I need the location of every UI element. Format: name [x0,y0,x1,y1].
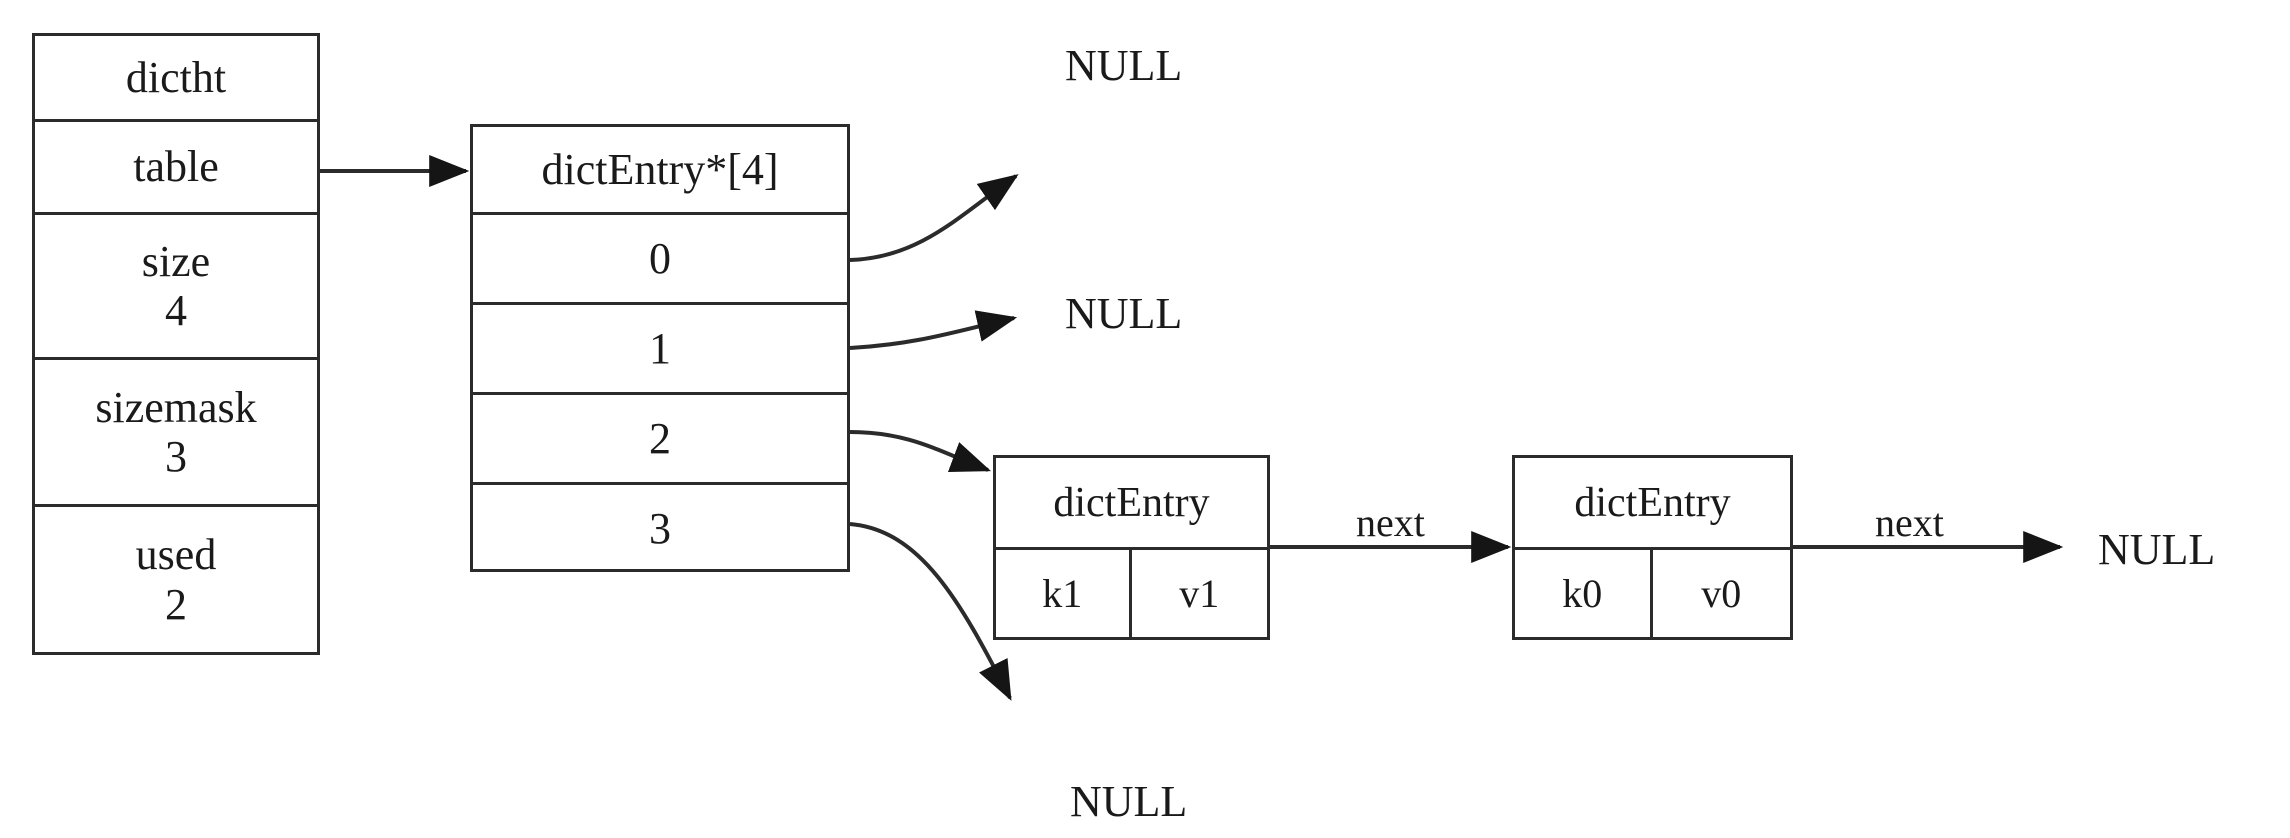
bucket-slot-0: 0 [473,215,847,305]
dict-entry-node-1-value: v1 [1132,550,1268,637]
next-label-2-text: next [1875,500,1944,545]
edge-slot1-to-null [849,310,1018,350]
null-label-slot1: NULL [1065,292,1182,336]
next-label-1-text: next [1356,500,1425,545]
dictht-field-used: used 2 [35,507,317,652]
null-label-slot3: NULL [1070,780,1187,824]
null-label-chain-end: NULL [2098,528,2215,572]
bucket-array-header-label: dictEntry*[4] [541,144,779,194]
dict-entry-node-2: dictEntry k0 v0 [1512,455,1793,640]
edge-slot2-to-entry1 [849,430,991,473]
bucket-array-box: dictEntry*[4] 0 1 2 3 [470,124,850,572]
bucket-slot-2: 2 [473,395,847,485]
dictht-header-row: dictht [35,36,317,122]
dictht-field-sizemask: sizemask 3 [35,360,317,507]
dict-entry-node-2-key: k0 [1515,550,1653,637]
dict-entry-node-1-kv: k1 v1 [996,550,1267,637]
dictht-field-used-value: 2 [165,579,187,629]
dictht-field-sizemask-label: sizemask [95,382,257,432]
bucket-array-header-row: dictEntry*[4] [473,127,847,215]
next-label-2: next [1875,503,1944,543]
dict-entry-node-2-value-label: v0 [1701,571,1742,616]
dictht-field-used-label: used [135,530,217,580]
dict-entry-node-1-value-label: v1 [1179,571,1220,616]
edge-slot0-to-null [849,174,1019,262]
null-label-slot0: NULL [1065,44,1182,88]
bucket-slot-1-label: 1 [649,323,671,373]
dictht-field-size-label: size [141,236,211,286]
dict-entry-node-2-title: dictEntry [1515,458,1790,550]
bucket-slot-2-label: 2 [649,413,671,463]
bucket-slot-0-label: 0 [649,233,671,283]
dictht-field-size-value: 4 [165,286,187,335]
dict-entry-node-2-title-label: dictEntry [1574,479,1731,526]
dictht-field-size: size 4 [35,215,317,360]
null-label-chain-end-text: NULL [2098,525,2216,574]
bucket-slot-3: 3 [473,485,847,572]
null-label-slot0-text: NULL [1065,41,1183,90]
dict-entry-node-2-kv: k0 v0 [1515,550,1790,637]
dict-entry-node-1-key-label: k1 [1042,571,1083,616]
dictht-field-table: table [35,122,317,215]
dict-entry-node-1-title: dictEntry [996,458,1267,550]
null-label-slot3-text: NULL [1070,777,1188,826]
dictht-struct-box: dictht table size 4 sizemask 3 used 2 [32,33,320,655]
dict-entry-node-1: dictEntry k1 v1 [993,455,1270,640]
next-label-1: next [1356,503,1425,543]
bucket-slot-3-label: 3 [649,503,671,553]
null-label-slot1-text: NULL [1065,289,1183,338]
dictht-field-sizemask-value: 3 [165,432,187,481]
dict-entry-node-1-title-label: dictEntry [1053,479,1210,526]
edge-slot3-to-null [849,522,1012,701]
bucket-slot-1: 1 [473,305,847,395]
dict-entry-node-2-value: v0 [1653,550,1791,637]
dictht-header-label: dictht [125,52,227,102]
dictht-field-table-label: table [133,142,219,192]
dict-entry-node-1-key: k1 [996,550,1132,637]
dict-entry-node-2-key-label: k0 [1562,571,1603,616]
